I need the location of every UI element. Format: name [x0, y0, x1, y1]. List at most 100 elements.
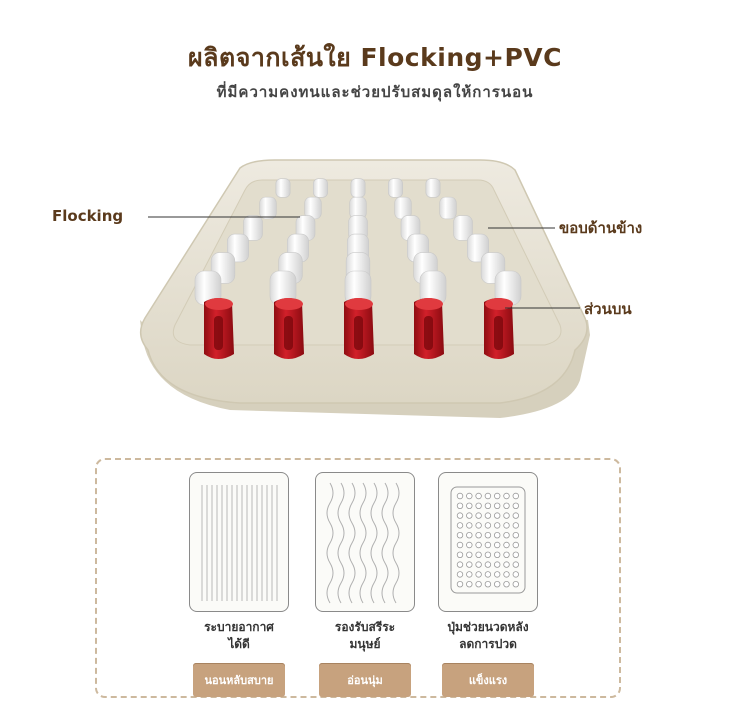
- red-peg-slot: [284, 316, 293, 350]
- dot: [503, 502, 510, 509]
- dot: [503, 561, 510, 568]
- dot: [512, 551, 519, 558]
- dot: [503, 571, 510, 578]
- dot: [503, 522, 510, 529]
- dot: [466, 522, 473, 529]
- flocking-peg: [388, 178, 403, 198]
- dot: [494, 541, 501, 549]
- dot: [456, 502, 464, 509]
- dot: [512, 522, 519, 529]
- feature-button-sleep-well[interactable]: นอนหลับสบาย: [193, 663, 285, 697]
- pattern-wave: [370, 482, 378, 604]
- dot: [456, 512, 464, 519]
- dot: [494, 532, 501, 539]
- pattern-wave: [392, 482, 400, 604]
- dot: [484, 541, 492, 549]
- dot: [512, 532, 519, 539]
- dot: [475, 502, 482, 509]
- dot: [456, 532, 464, 539]
- red-part-label: ส่วนบน: [584, 300, 632, 318]
- feature-desc: ระบายอากาศได้ดี: [204, 620, 274, 651]
- dot: [475, 580, 482, 588]
- features-panel: ระบายอากาศได้ดี นอนหลับสบาย รองรับสรีระม…: [95, 458, 621, 698]
- dot: [484, 522, 492, 529]
- feature-button-strong[interactable]: แข็งแรง: [442, 663, 534, 697]
- feature-desc: ปุ่มช่วยนวดหลังลดการปวด: [447, 620, 529, 651]
- dot: [494, 580, 501, 588]
- dot: [494, 571, 501, 578]
- page-subtitle: ที่มีความคงทนและช่วยปรับสมดุลให้การนอน: [216, 83, 534, 101]
- flocking-peg: [259, 196, 277, 220]
- dot: [503, 541, 510, 549]
- wavy-lines-pattern-icon: [315, 472, 415, 612]
- dot: [503, 532, 510, 539]
- dot: [484, 502, 492, 509]
- dot: [475, 522, 482, 529]
- flocking-peg: [243, 215, 263, 241]
- feature-desc: รองรับสรีระมนุษย์: [334, 620, 396, 651]
- pattern-wave: [359, 482, 367, 604]
- dot: [494, 522, 501, 529]
- vertical-lines-pattern-icon: [189, 472, 289, 612]
- dot: [512, 512, 519, 519]
- dot: [512, 580, 519, 588]
- dot: [512, 561, 519, 568]
- dot: [456, 541, 464, 549]
- red-peg-cap: [205, 298, 233, 310]
- dot: [484, 571, 492, 578]
- feature-button-soft[interactable]: อ่อนนุ่ม: [319, 663, 411, 697]
- pattern-wave: [326, 482, 334, 604]
- dot: [466, 580, 473, 588]
- dot: [466, 571, 473, 578]
- flocking-peg: [453, 215, 473, 241]
- dot: [484, 532, 492, 539]
- dot: [475, 512, 482, 519]
- dot: [484, 512, 492, 519]
- flocking-peg: [313, 178, 328, 198]
- dot: [494, 502, 501, 509]
- dot: [466, 512, 473, 519]
- red-peg-slot: [424, 316, 433, 350]
- dot-grid-frame: [450, 486, 526, 594]
- dot: [512, 571, 519, 578]
- dot: [456, 551, 464, 558]
- dot: [466, 532, 473, 539]
- dot: [466, 502, 473, 509]
- dot: [503, 512, 510, 519]
- dot: [475, 571, 482, 578]
- dot: [456, 571, 464, 578]
- dot: [466, 541, 473, 549]
- red-peg-cap: [415, 298, 443, 310]
- red-peg-cap: [345, 298, 373, 310]
- flocking-peg: [350, 178, 366, 198]
- red-peg-slot: [494, 316, 503, 350]
- pattern-wave: [337, 482, 345, 604]
- red-peg-cap: [485, 298, 513, 310]
- dot: [503, 492, 510, 500]
- red-peg-cap: [275, 298, 303, 310]
- dot: [512, 492, 519, 500]
- dot: [494, 492, 501, 500]
- flocking-peg: [275, 178, 291, 198]
- dot: [466, 551, 473, 558]
- flocking-peg: [439, 196, 457, 220]
- dot: [484, 561, 492, 568]
- dot: [456, 522, 464, 529]
- dot: [494, 561, 501, 568]
- dot: [503, 580, 510, 588]
- dot: [456, 561, 464, 568]
- feature-card-breathable: ระบายอากาศได้ดี นอนหลับสบาย: [189, 472, 289, 697]
- dot: [475, 492, 482, 500]
- feature-card-massage: ปุ่มช่วยนวดหลังลดการปวด แข็งแรง: [438, 472, 538, 697]
- side-edge-label: ขอบด้านข้าง: [559, 219, 643, 237]
- dot-grid-pattern-icon: [438, 472, 538, 612]
- dot: [456, 580, 464, 588]
- dot: [484, 551, 492, 558]
- dot: [475, 541, 482, 549]
- flocking-peg: [425, 178, 441, 198]
- page-title: ผลิตจากเส้นใย Flocking+PVC: [188, 43, 562, 72]
- red-peg-slot: [214, 316, 223, 350]
- dot: [475, 561, 482, 568]
- pattern-wave: [348, 482, 356, 604]
- dot: [475, 532, 482, 539]
